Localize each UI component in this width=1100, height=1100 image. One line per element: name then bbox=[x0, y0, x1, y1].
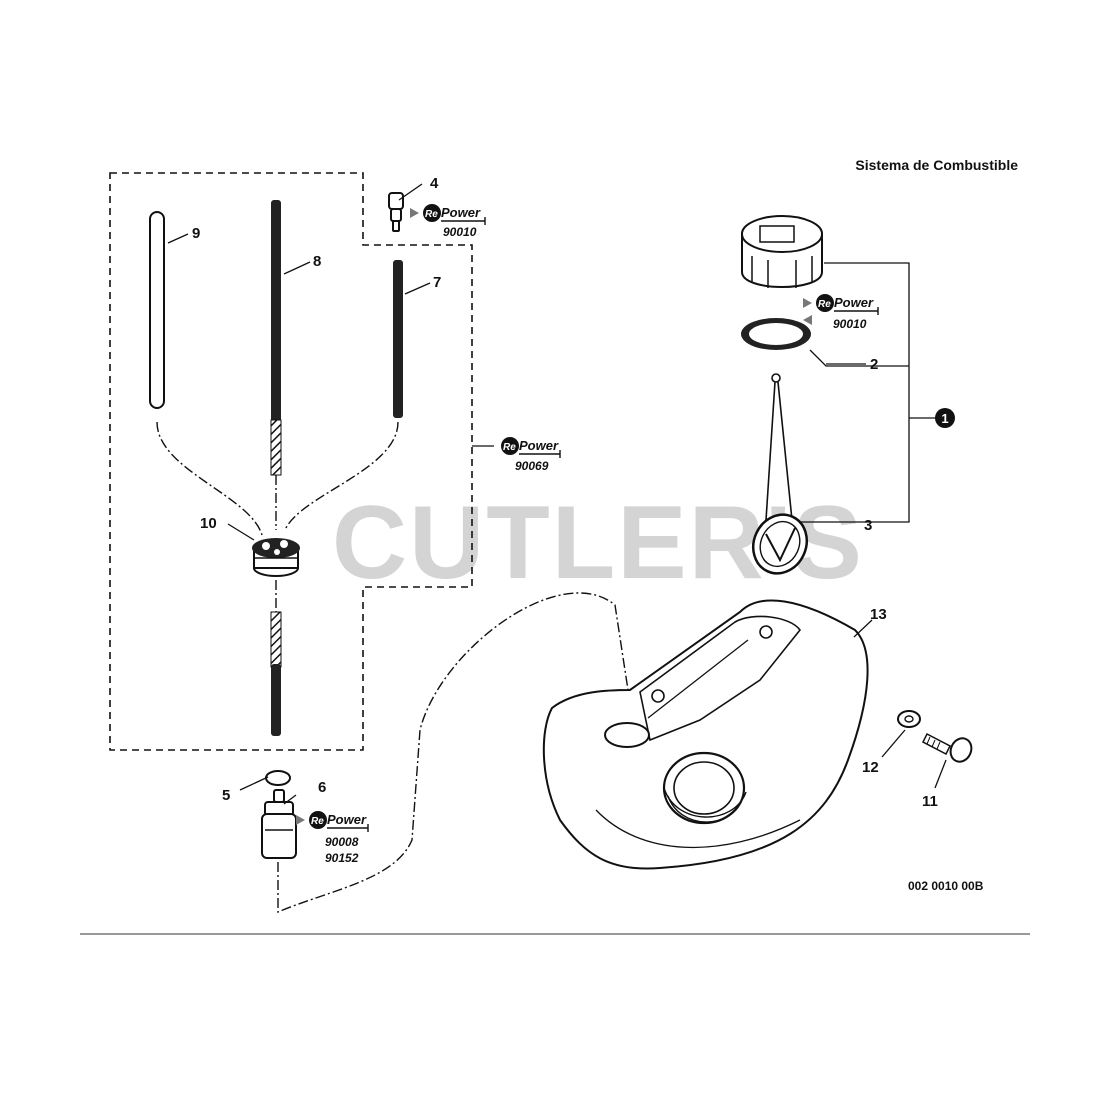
part-6-fuel-filter bbox=[261, 789, 297, 859]
kit-code-4: 90010 bbox=[443, 225, 477, 239]
part-3-strainer bbox=[751, 373, 809, 575]
part-4-fitting bbox=[388, 192, 404, 232]
part-2-gasket bbox=[741, 318, 811, 350]
connector-line bbox=[156, 421, 263, 536]
kit-code-cap: 90010 bbox=[833, 317, 867, 331]
callout-1-badge: 1 bbox=[935, 408, 955, 428]
callout-7: 7 bbox=[433, 274, 441, 291]
repower-word: Power bbox=[834, 295, 874, 310]
callout-9: 9 bbox=[192, 225, 200, 242]
callout-4: 4 bbox=[430, 175, 439, 192]
kit-code-lines: 90069 bbox=[515, 459, 549, 473]
repower-word: Power bbox=[519, 438, 559, 453]
callout-6: 6 bbox=[318, 779, 326, 796]
repower-re: Re bbox=[503, 442, 516, 453]
part-5-seal bbox=[265, 770, 291, 786]
callout-1: 1 bbox=[941, 411, 948, 426]
part-9-tube bbox=[149, 211, 165, 409]
leader-lines bbox=[167, 183, 947, 805]
repower-word: Power bbox=[327, 812, 367, 827]
callout-12: 12 bbox=[862, 759, 879, 776]
assembly-bracket bbox=[800, 262, 936, 523]
repower-arrow bbox=[803, 315, 812, 325]
repower-logo-lines: Re Power bbox=[501, 437, 561, 458]
part-10-grommet bbox=[252, 538, 300, 577]
callout-10: 10 bbox=[200, 515, 217, 532]
connector-line bbox=[284, 421, 399, 531]
kit-code-filter-a: 90008 bbox=[325, 835, 359, 849]
repower-re: Re bbox=[818, 299, 831, 310]
callout-3: 3 bbox=[864, 517, 872, 534]
part-fuel-cap bbox=[741, 215, 823, 288]
repower-re: Re bbox=[425, 209, 438, 220]
part-11-bolt bbox=[921, 732, 973, 763]
callout-11: 11 bbox=[922, 793, 938, 810]
part-8-fuel-line bbox=[270, 200, 282, 736]
repower-logo-filter: Re Power bbox=[296, 811, 369, 832]
diagram-reference-code: 002 0010 00B bbox=[908, 879, 984, 893]
repower-word: Power bbox=[441, 205, 481, 220]
repower-logo-cap: Re Power bbox=[803, 294, 879, 315]
callout-13: 13 bbox=[870, 606, 887, 623]
repower-logo-4: Re Power bbox=[410, 204, 486, 225]
fuel-line-kit-boundary bbox=[109, 172, 473, 751]
part-12-washer bbox=[897, 710, 921, 728]
part-13-fuel-tank bbox=[542, 599, 869, 870]
diagram-title: Sistema de Combustible bbox=[855, 157, 1018, 173]
callout-5: 5 bbox=[222, 787, 230, 804]
callout-8: 8 bbox=[313, 253, 321, 270]
kit-code-filter-b: 90152 bbox=[325, 851, 359, 865]
fuel-hose bbox=[277, 592, 629, 914]
part-7-fuel-line bbox=[393, 260, 403, 418]
callout-2: 2 bbox=[870, 356, 878, 373]
repower-re: Re bbox=[311, 816, 324, 827]
